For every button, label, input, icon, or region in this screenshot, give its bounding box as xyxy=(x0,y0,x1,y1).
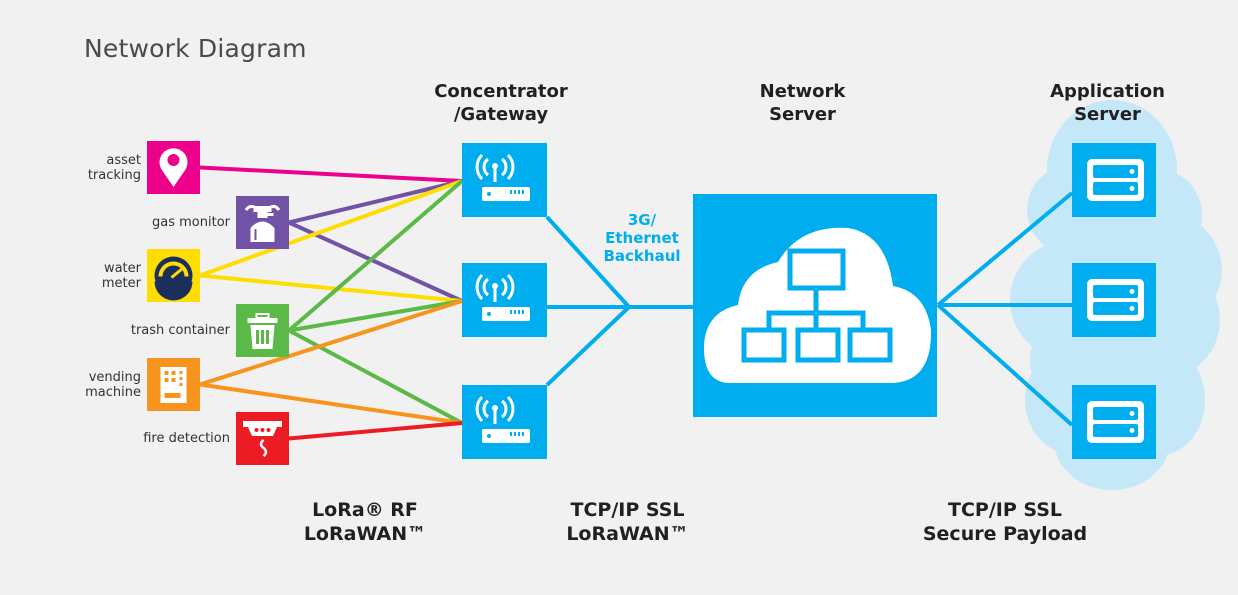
device-trash-can[interactable] xyxy=(236,304,289,357)
smoke-detector-icon xyxy=(243,421,282,457)
lora-rf-label: LoRa® RF LoRaWAN™ xyxy=(303,499,427,545)
link-device-5-gateway-2 xyxy=(288,421,463,441)
server-icon xyxy=(1087,401,1144,443)
device-label: fire detection xyxy=(143,431,230,446)
gauge-icon xyxy=(154,256,193,301)
link-device-0-gateway-0 xyxy=(199,165,463,183)
backhaul-label: 3G/ Ethernet Backhaul xyxy=(603,211,681,265)
vending-machine-icon xyxy=(160,367,187,403)
gas-canister-icon xyxy=(244,204,281,242)
link-device-3-gateway-0 xyxy=(287,179,464,333)
link-device-4-gateway-2 xyxy=(199,382,463,425)
app-protocol-label: TCP/IP SSL Secure Payload xyxy=(922,499,1088,545)
device-smoke-detector[interactable] xyxy=(236,412,289,465)
backhaul-link-2 xyxy=(545,305,631,387)
device-gas-canister[interactable] xyxy=(236,196,289,249)
gateway-antenna-icon xyxy=(475,153,530,201)
network-server-column-heading: Network Server xyxy=(759,81,846,125)
device-label: trash container xyxy=(130,323,230,338)
device-label: gas monitor xyxy=(152,215,230,230)
device-gauge[interactable] xyxy=(147,249,200,302)
gateway-antenna-icon xyxy=(475,395,530,443)
application-server-box-3[interactable] xyxy=(1072,385,1156,459)
backhaul-link-0 xyxy=(545,215,631,309)
link-device-1-gateway-1 xyxy=(288,220,463,303)
network-server-box[interactable] xyxy=(693,194,937,417)
application-server-column-heading: Application Server xyxy=(1050,81,1165,125)
app-link-2 xyxy=(936,303,1074,427)
device-label: asset tracking xyxy=(87,152,141,183)
backbone-links xyxy=(545,191,1074,427)
link-device-3-gateway-1 xyxy=(288,299,463,333)
server-icon xyxy=(1087,159,1144,201)
page-title: Network Diagram xyxy=(84,34,307,63)
device-map-pin[interactable] xyxy=(147,141,200,194)
gateway-box-3[interactable] xyxy=(462,385,547,459)
device-vending-machine[interactable] xyxy=(147,358,200,411)
device-gateway-links xyxy=(199,165,464,441)
gateway-protocol-label: TCP/IP SSL LoRaWAN™ xyxy=(566,499,689,545)
app-link-0 xyxy=(936,191,1074,307)
device-label: water meter xyxy=(101,260,141,291)
gateway-box-1[interactable] xyxy=(462,143,547,217)
trash-can-icon xyxy=(247,313,278,349)
gateway-column-heading: Concentrator /Gateway xyxy=(434,81,568,125)
link-device-4-gateway-1 xyxy=(199,299,463,387)
application-server-box-1[interactable] xyxy=(1072,143,1156,217)
cloud-hierarchy-icon xyxy=(703,227,932,383)
gateway-box-2[interactable] xyxy=(462,263,547,337)
device-label: vending machine xyxy=(85,369,141,400)
server-icon xyxy=(1087,279,1144,321)
gateway-antenna-icon xyxy=(475,273,530,321)
map-pin-icon xyxy=(159,148,188,187)
link-device-2-gateway-1 xyxy=(199,273,463,303)
link-device-2-gateway-0 xyxy=(199,179,463,278)
link-device-1-gateway-0 xyxy=(288,179,463,225)
application-server-box-2[interactable] xyxy=(1072,263,1156,337)
